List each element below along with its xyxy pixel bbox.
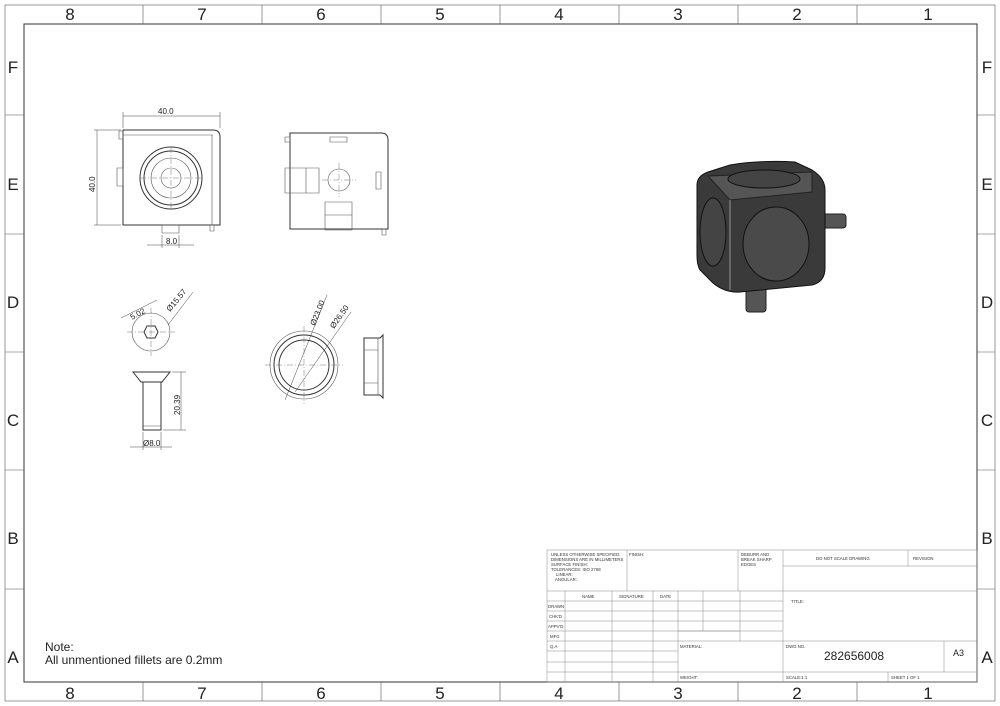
role-label: MFG [550,634,560,639]
header-name: NAME [582,594,595,599]
note-line: TOLERANCES: ISO 2768 [551,567,601,572]
role-label: APPV'D [548,624,563,629]
note-line: ANGULAR: [555,577,577,582]
zone-col-label: 5 [435,5,444,24]
dim-length: 20.39 [173,394,182,415]
dim-hex: 5.02 [129,306,147,322]
zone-row-label: D [7,293,19,312]
dwg-no: 282656008 [824,649,884,663]
header-date: DATE [660,594,671,599]
cap-front-view: Ø23.00 Ø26.50 [265,294,352,404]
zone-row-label: F [8,58,18,77]
zone-labels-left: F E D C B A [7,58,19,667]
zone-dividers [5,5,995,701]
zone-row-label: B [7,529,18,548]
sheet-size: A3 [953,648,964,658]
zone-col-label: 4 [554,5,563,24]
dim-head: Ø15.57 [165,287,189,313]
general-notes: UNLESS OTHERWISE SPECIFIED: DIMENSIONS A… [551,552,623,582]
screw-top-view: 5.02 Ø15.57 [120,287,194,356]
note-line: DIMENSIONS ARE IN MILLIMETERS [551,557,623,562]
weight-label: WEIGHT: [680,675,698,680]
zone-row-label: C [981,411,993,430]
deburr-line: BREAK SHARP [741,557,772,562]
dim-height: 40.0 [88,176,97,192]
revision-label: REVISION [913,556,934,561]
zone-col-label: 1 [923,684,932,703]
dim-peg: 8.0 [166,237,178,246]
zone-labels-top: 8 7 6 5 4 3 2 1 [65,5,932,24]
zone-col-label: 6 [316,684,325,703]
screw-side-view: 20.39 Ø8.0 [130,371,186,450]
role-label: DRAWN [548,604,564,609]
zone-row-label: A [7,648,19,667]
front-view: 40.0 40.0 8.0 [88,107,221,248]
zone-row-label: C [7,411,19,430]
note-text: All unmentioned fillets are 0.2mm [45,653,222,667]
title-label: TITLE: [791,599,804,604]
deburr-line: EDGES [741,562,756,567]
role-label: CHK'D [549,614,562,619]
dim-width: 40.0 [158,107,174,116]
zone-col-label: 7 [197,684,206,703]
note-line: SURFACE FINISH: [551,562,588,567]
note-line: LINEAR: [556,572,573,577]
zone-row-label: A [981,648,993,667]
zone-col-label: 7 [197,5,206,24]
zone-col-label: 8 [65,5,74,24]
scale: SCALE:1:1 [786,675,808,680]
material-label: MATERIAL: [680,644,702,649]
zone-col-label: 2 [792,5,801,24]
zone-col-label: 2 [792,684,801,703]
header-signature: SIGNATURE [619,594,644,599]
zone-col-label: 3 [673,684,682,703]
zone-col-label: 1 [923,5,932,24]
finish-label: FINISH: [629,552,644,557]
inner-frame [23,23,978,683]
note-title: Note: [45,640,74,654]
title-block: UNLESS OTHERWISE SPECIFIED: DIMENSIONS A… [546,549,978,683]
zone-row-label: B [981,529,992,548]
zone-row-label: E [981,175,992,194]
cap-side-view [363,333,384,400]
dwg-no-label: DWG NO. [786,644,805,649]
zone-row-label: F [982,58,992,77]
role-label: Q.A [550,644,558,649]
zone-col-label: 4 [554,684,563,703]
zone-col-label: 6 [316,5,325,24]
outer-frame [4,4,996,702]
zone-col-label: 5 [435,684,444,703]
do-not-scale: DO NOT SCALE DRAWING [816,556,870,561]
zone-col-label: 8 [65,684,74,703]
dim-cap-inner: Ø23.00 [309,299,327,327]
deburr-line: DEBURR AND [741,552,769,557]
zone-labels-bottom: 8 7 6 5 4 3 2 1 [65,684,932,703]
note-line: UNLESS OTHERWISE SPECIFIED: [551,552,620,557]
zone-col-label: 3 [673,5,682,24]
side-view [284,132,389,236]
isometric-view [696,160,847,313]
zone-row-label: D [981,293,993,312]
sheet-number: SHEET 1 OF 1 [891,675,920,680]
zone-row-label: E [7,175,18,194]
dim-shank: Ø8.0 [143,439,161,448]
zone-labels-right: F E D C B A [981,58,993,667]
